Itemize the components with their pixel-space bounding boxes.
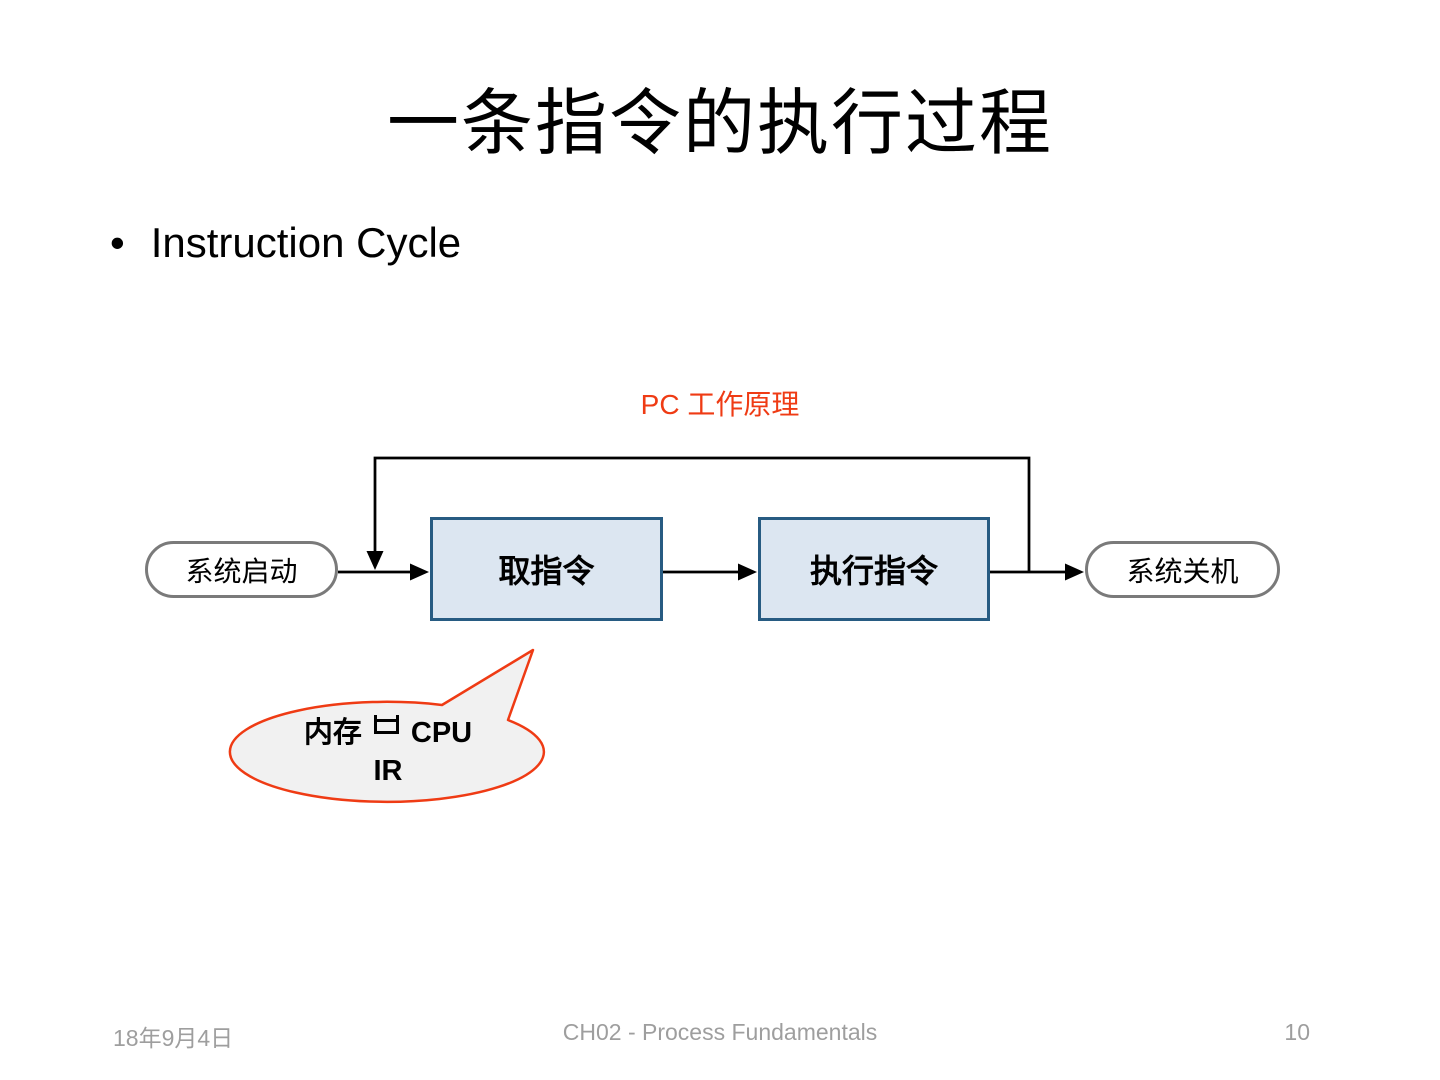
slide-title: 一条指令的执行过程 <box>386 84 1053 164</box>
callout-bubble-shape <box>228 648 546 804</box>
diagram-label: PC 工作原理 <box>640 389 800 420</box>
callout-memory-label: 内存 <box>303 717 362 749</box>
node-system-start: 系统启动 <box>145 541 338 598</box>
memory-to-cpu-transfer-icon <box>373 715 399 734</box>
arrow-start-to-fetch-head-icon <box>410 563 429 581</box>
node-system-shutdown: 系统关机 <box>1085 541 1280 598</box>
page-number: 10 <box>1284 1019 1310 1045</box>
feedback-loop-arrowhead-icon <box>366 551 384 570</box>
node-execute-instruction: 执行指令 <box>758 517 990 621</box>
arrow-fetch-to-execute-head-icon <box>738 563 757 581</box>
feedback-loop-line <box>373 456 1031 572</box>
footer-date: 18年9月4日 <box>113 1025 234 1051</box>
callout-line1: 内存 CPU <box>231 714 545 752</box>
bullet-icon: • <box>110 219 125 266</box>
bullet-row: • Instruction Cycle <box>110 219 461 267</box>
callout-cpu-label: CPU <box>410 717 473 749</box>
bullet-text: Instruction Cycle <box>150 219 462 266</box>
node-fetch-instruction: 取指令 <box>430 517 663 621</box>
arrow-execute-to-shutdown-head-icon <box>1065 563 1084 581</box>
callout-text: 内存 CPU IR <box>231 714 545 790</box>
footer-title: CH02 - Process Fundamentals <box>562 1019 878 1045</box>
callout-ir-label: IR <box>373 755 403 787</box>
